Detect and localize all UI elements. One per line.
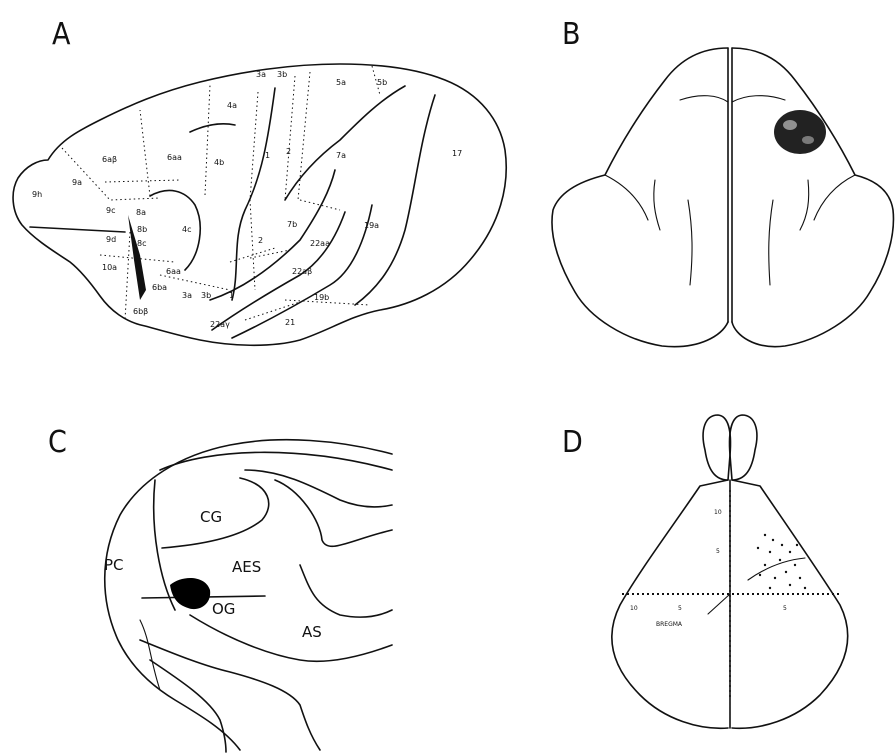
area-label-19b: 19b <box>314 293 329 302</box>
temporal-lobe-outline <box>210 170 335 300</box>
panel-b-sulcus <box>680 96 728 102</box>
panel-b-sulcus <box>769 200 773 285</box>
area-label-19a: 19a <box>364 221 379 230</box>
panel-d: D 10 5 10 5 5 BREGMA <box>562 415 848 728</box>
area-label-3b: 3b <box>277 70 287 79</box>
area-label-4b: 4b <box>214 158 224 167</box>
label-og: OG <box>212 600 235 618</box>
area-label-5a: 5a <box>336 78 346 87</box>
panel-b: B <box>552 17 894 347</box>
panel-b-lesion <box>774 110 826 154</box>
panel-a-letter: A <box>52 17 71 52</box>
panel-c-sulcus-top2 <box>245 470 392 507</box>
principal-sulcus <box>30 227 125 232</box>
scale-left-10: 10 <box>630 605 638 612</box>
panel-c-lower2 <box>150 660 226 752</box>
panel-b-sulcus <box>814 175 855 220</box>
area-label-21: 21 <box>285 318 295 327</box>
olfactory-bulb-right <box>730 415 757 480</box>
area-label-3b-lower: 3b <box>201 291 211 300</box>
scale-left-5: 5 <box>678 605 682 612</box>
area-label-22ab: 22aβ <box>292 267 312 276</box>
label-pc: PC <box>104 556 124 574</box>
lateral-sulcus <box>212 212 345 330</box>
frontal-sulcus-1 <box>190 124 235 132</box>
area-label-22ag: 22aγ <box>210 320 230 329</box>
area-border <box>298 72 310 200</box>
intraparietal-sulcus <box>285 86 405 200</box>
area-label-9d: 9d <box>106 235 116 244</box>
panel-c-outline <box>105 440 392 750</box>
area-label-10a: 10a <box>102 263 117 272</box>
area-border <box>105 180 180 182</box>
bregma-label: BREGMA <box>656 621 683 628</box>
area-label-17: 17 <box>452 149 462 158</box>
panel-b-sulcus <box>605 175 648 220</box>
area-label-6bb: 6bβ <box>133 307 148 316</box>
panel-c-letter: C <box>48 425 67 460</box>
panel-d-curve <box>748 558 805 580</box>
area-label-9h: 9h <box>32 190 42 199</box>
area-label-6aa: 6aa <box>167 153 182 162</box>
lunate-sulcus <box>355 95 435 305</box>
label-as: AS <box>302 623 322 641</box>
panel-b-sulcus <box>800 180 809 230</box>
area-label-5b: 5b <box>377 78 387 87</box>
bregma-pointer <box>708 594 730 614</box>
scale-right-5: 5 <box>783 605 787 612</box>
panel-b-sulcus <box>654 180 660 230</box>
area-label-4a: 4a <box>227 101 237 110</box>
scale-top-10: 10 <box>714 509 722 516</box>
olfactory-bulb-left <box>703 415 730 480</box>
panel-a: A 9h 9a 6aβ 6aa 4a <box>13 17 506 345</box>
area-label-3a-lower: 3a <box>182 291 192 300</box>
panel-b-sulcus <box>732 96 785 102</box>
area-border <box>250 92 258 290</box>
panel-d-right-hemisphere <box>732 480 848 728</box>
panel-c-lesion <box>170 578 210 609</box>
area-border <box>140 110 150 196</box>
area-label-2-lower: 2 <box>258 236 263 245</box>
panel-b-midline <box>728 48 732 322</box>
area-label-8b: 8b <box>137 225 147 234</box>
area-label-9c: 9c <box>106 206 116 215</box>
area-border <box>125 232 130 320</box>
area-label-22aa: 22aa <box>310 239 330 248</box>
area-label-9a: 9a <box>72 178 82 187</box>
panel-b-right-hemisphere <box>732 48 893 347</box>
area-label-4c: 4c <box>182 225 192 234</box>
arcuate-sulcus <box>150 190 200 270</box>
area-label-1: 1 <box>265 151 270 160</box>
panel-b-left-hemisphere <box>552 48 728 347</box>
scale-mid-5: 5 <box>716 548 720 555</box>
panel-c-as-sulcus <box>190 615 392 661</box>
label-aes: AES <box>232 558 261 576</box>
area-label-7b: 7b <box>287 220 297 229</box>
panel-d-letter: D <box>562 425 583 460</box>
label-cg: CG <box>200 508 222 526</box>
panel-b-sulcus <box>688 200 692 285</box>
area-label-3a: 3a <box>256 70 266 79</box>
area-border <box>160 275 230 290</box>
area-label-2: 2 <box>286 147 291 156</box>
area-label-8a: 8a <box>136 208 146 217</box>
area-label-1-lower: 1 <box>229 291 234 300</box>
panel-c: C CG PC AES OG AS <box>48 425 392 752</box>
area-label-8c: 8c <box>137 239 147 248</box>
area-label-6ba: 6ba <box>152 283 167 292</box>
panel-c-aes-sulcus <box>300 565 392 617</box>
area-label-6ab: 6aβ <box>102 155 117 164</box>
area-border <box>205 85 210 195</box>
area-label-6aa-lower: 6aa <box>166 267 181 276</box>
panel-c-sulcus-top <box>275 480 392 546</box>
panel-b-letter: B <box>562 17 581 52</box>
area-border <box>285 76 295 200</box>
area-label-7a: 7a <box>336 151 346 160</box>
panel-c-brainstem <box>140 620 160 690</box>
